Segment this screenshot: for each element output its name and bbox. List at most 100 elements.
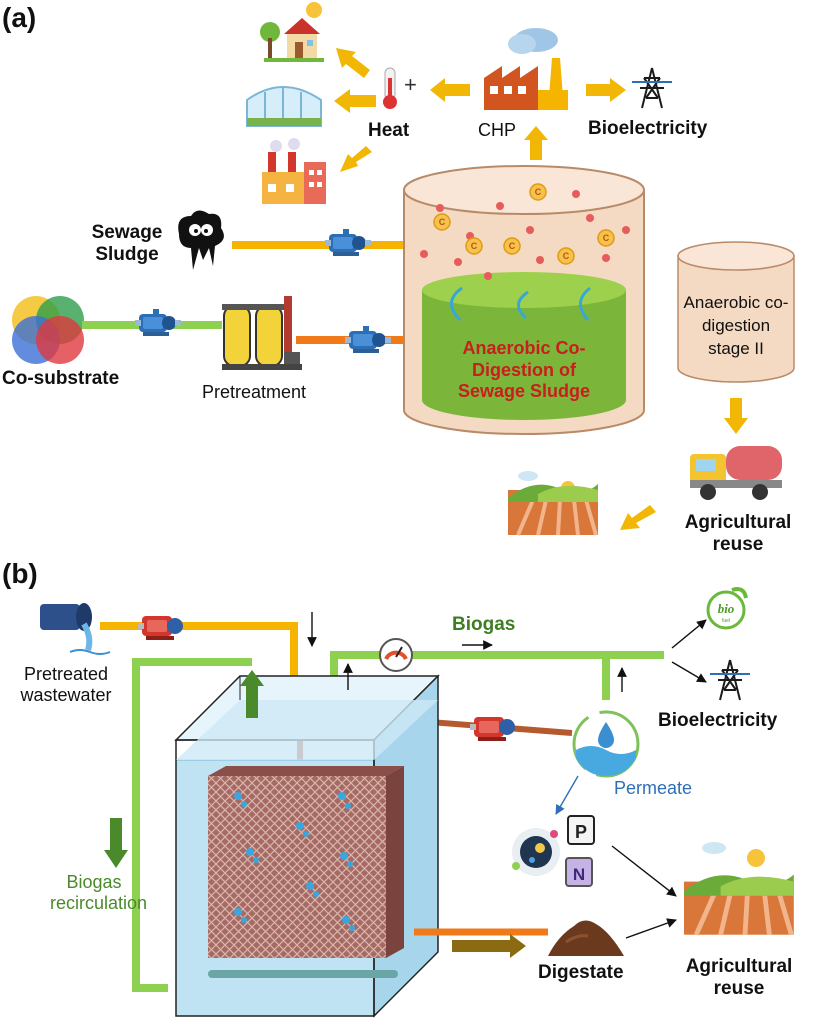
arrow-digestate-to-field [625,918,677,939]
tanker-truck-icon [690,446,782,500]
arrow-stage2-to-truck [724,398,748,434]
pretreated-wastewater-label: Pretreated wastewater [4,664,128,705]
heat-plus-sign: + [404,72,417,97]
arrow-chp-to-heat [430,78,470,102]
digester-line-2: Digestion of [472,359,576,380]
panel-b: bio fuel P N [40,587,794,1018]
arrow-to-biofuel [671,619,707,649]
arrow-recirc-down [104,818,128,868]
c-symbol: C [603,233,610,243]
nitrogen-symbol: N [573,865,585,884]
panel-a: C C C C C C [12,2,795,537]
sewage-pump-icon [325,229,371,256]
biofuel-logo-text: bio [718,601,735,616]
digester-tank [403,165,645,435]
agri-b-line-1: Agricultural [685,956,793,977]
c-symbol: C [439,217,446,227]
digestate-label: Digestate [538,962,624,983]
pressure-gauge-icon [379,638,413,672]
biogas-recirculation-label: Biogas recirculation [50,872,148,913]
greenhouse-icon [246,86,322,127]
field-icon [506,471,600,537]
co-substrate-label: Co-substrate [2,368,120,389]
pretreatment-label: Pretreatment [202,382,307,402]
bioelectricity-b-label: Bioelectricity [658,710,778,731]
wastewater-pipe-icon [40,603,111,655]
stage2-label: Anaerobic co- digestion stage II [678,292,794,361]
pretreated-line-2: wastewater [20,684,112,705]
power-pylon-icon [632,67,672,109]
pretreatment-pump-icon [345,326,391,353]
diffuser-pipe [208,970,398,978]
sludge-blob-icon [178,210,224,270]
co-substrate-icon [12,296,84,364]
chp-factory-icon [484,28,568,110]
industry-icon [262,138,326,204]
agricultural-reuse-b-label: Agricultural reuse [668,956,810,1000]
flow-arrows [307,612,707,939]
permeate-pump-icon [470,717,515,741]
membrane-bubbles [234,792,355,931]
phosphorus-tile-icon: P [567,815,595,845]
digestate-pile-icon [548,920,624,956]
sewage-sludge-line-2: Sludge [95,243,159,265]
heat-label: Heat [368,120,410,141]
mixing-arrows [450,286,591,322]
digester-line-1: Anaerobic Co- [462,338,586,358]
co-substrate-pump-icon [135,309,181,336]
membrane-module [208,766,404,958]
house-icon [260,2,324,62]
biogas-recirculation-pipe [132,658,252,992]
arrow-to-bioelectricity [671,661,707,683]
arrow-digester-to-chp [524,126,548,160]
heat-flow-arrows [334,48,748,530]
biofuel-logo-subtext: fuel [722,618,730,624]
phosphorus-symbol: P [575,822,587,842]
c-symbol: C [535,187,542,197]
permeate-water-icon [572,710,640,778]
arrow-truck-to-field [620,505,656,530]
c-symbol: C [563,251,570,261]
chp-label: CHP [478,120,517,140]
arrow-heat-to-greenhouse [334,89,376,113]
stage2-line-1: Anaerobic co- [683,293,789,312]
recirc-line-1: Biogas [66,872,122,892]
arrow-recirc-up [240,670,264,718]
digester-label: Anaerobic Co- Digestion of Sewage Sludge [424,338,624,403]
permeate-label: Permeate [614,778,693,798]
nitrogen-tile-icon: N [565,857,593,887]
biogas-bubbles: C C C C C C [420,183,630,280]
nutrient-atom-icon [512,828,560,876]
field-icon [684,842,794,935]
biogas-label: Biogas [452,614,516,635]
arrow-permeate-to-nutrients [555,775,579,815]
c-symbol: C [509,241,516,251]
c-symbol: C [471,241,478,251]
agricultural-reuse-a-label: Agricultural reuse [670,512,806,556]
digester-line-3: Sewage Sludge [457,381,591,402]
panel-a-label: (a) [2,2,37,33]
arrow-heat-to-house [336,48,370,78]
agri-a-line-1: Agricultural [684,512,792,533]
panel-b-label: (b) [2,558,38,589]
biofuel-logo-icon: bio fuel [706,587,748,630]
power-pylon-icon [710,659,750,701]
sewage-sludge-label: Sewage Sludge [84,222,170,266]
stage2-tank [677,241,795,383]
arrow-chp-to-bioelectricity [586,78,626,102]
arrow-heat-to-industry [340,146,372,172]
thermometer-icon [383,67,397,109]
arrow-digestate-out [452,934,526,958]
pretreatment-tank-icon [222,296,302,370]
agri-b-line-2: reuse [713,977,765,999]
agri-a-line-2: reuse [712,533,764,555]
stage2-line-2: digestion [701,315,771,335]
recirc-line-2: recirculation [50,892,148,913]
stage2-line-3: stage II [708,338,764,358]
pretreated-line-1: Pretreated [23,664,109,684]
bioelectricity-label: Bioelectricity [588,118,708,139]
sewage-sludge-line-1: Sewage [91,222,163,243]
influent-pump-icon [138,616,183,640]
arrow-nutrients-to-field [611,845,677,897]
